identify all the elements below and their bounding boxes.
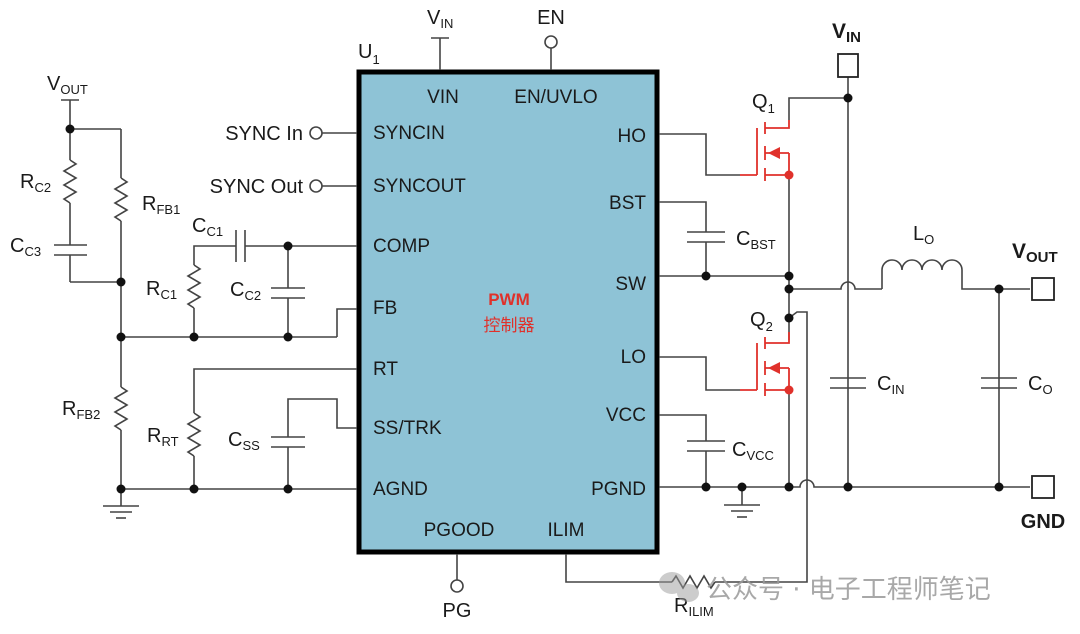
pin-agnd: AGND [373, 479, 428, 500]
pg-label: PG [443, 600, 472, 622]
power-stage-wires [565, 77, 1030, 590]
vin-right-label: VIN [832, 20, 861, 46]
junction-dots-left [65, 124, 293, 494]
vin-right-terminal[interactable] [837, 53, 859, 78]
vout-left-label: VOUT [47, 73, 88, 97]
cvcc-label: CVCC [732, 439, 774, 463]
pin-syncin: SYNCIN [373, 123, 445, 144]
vout-left-terminal [61, 99, 79, 129]
gnd-label: GND [1021, 511, 1065, 533]
pin-ilim: ILIM [548, 520, 585, 541]
junction-dots-right [701, 93, 1004, 492]
pin-ss-trk: SS/TRK [373, 418, 442, 439]
gnd-terminal[interactable] [1031, 475, 1055, 499]
pin-pgnd: PGND [591, 479, 646, 500]
cc1-label: CC1 [192, 215, 223, 239]
cc3-label: CC3 [10, 235, 41, 259]
vin-top-terminal [431, 37, 449, 70]
mosfet-q1 [740, 120, 794, 181]
sync-out-label: SYNC Out [210, 176, 304, 198]
rc2-label: RC2 [20, 171, 51, 195]
pin-sw: SW [615, 274, 646, 295]
cbst-label: CBST [736, 228, 776, 252]
ic-ref-label: U1 [358, 41, 380, 67]
pin-bst: BST [609, 193, 646, 214]
pin-fb: FB [373, 298, 397, 319]
pin-rt: RT [373, 359, 398, 380]
css-label: CSS [228, 429, 260, 453]
sync-in-label: SYNC In [225, 123, 303, 145]
pin-pgood: PGOOD [424, 520, 495, 541]
pin-en-uvlo: EN/UVLO [514, 87, 597, 108]
co-label: CO [1028, 373, 1053, 397]
vout-right-terminal[interactable] [1031, 277, 1055, 301]
pg-terminal[interactable] [450, 554, 464, 593]
pin-vin: VIN [427, 87, 459, 108]
pin-ho: HO [618, 126, 647, 147]
feedback-network-wires [54, 128, 357, 519]
sync-out-terminal[interactable] [309, 179, 357, 193]
wechat-icon [659, 572, 699, 602]
pin-comp: COMP [373, 236, 430, 257]
sync-in-terminal[interactable] [309, 126, 357, 140]
lo-label: LO [913, 223, 934, 247]
rc1-label: RC1 [146, 278, 177, 302]
vout-right-label: VOUT [1012, 240, 1058, 266]
pin-lo: LO [621, 347, 646, 368]
en-label: EN [537, 7, 565, 29]
q1-label: Q1 [752, 91, 775, 116]
pin-syncout: SYNCOUT [373, 176, 466, 197]
rfb1-label: RFB1 [142, 193, 180, 217]
q2-label: Q2 [750, 309, 773, 334]
cin-label: CIN [877, 373, 904, 397]
ic-center-label-cn: 控制器 [484, 316, 535, 335]
cc2-label: CC2 [230, 279, 261, 303]
ic-center-label: PWM [488, 290, 530, 309]
rfb2-label: RFB2 [62, 398, 100, 422]
rrt-label: RRT [147, 425, 179, 449]
mosfet-q2 [740, 332, 794, 396]
ic-u1-body [356, 69, 660, 555]
pin-vcc: VCC [606, 405, 646, 426]
vin-top-label: VIN [427, 7, 453, 31]
watermark-text: 公众号 · 电子工程师笔记 [706, 575, 991, 605]
en-terminal[interactable] [544, 35, 558, 70]
